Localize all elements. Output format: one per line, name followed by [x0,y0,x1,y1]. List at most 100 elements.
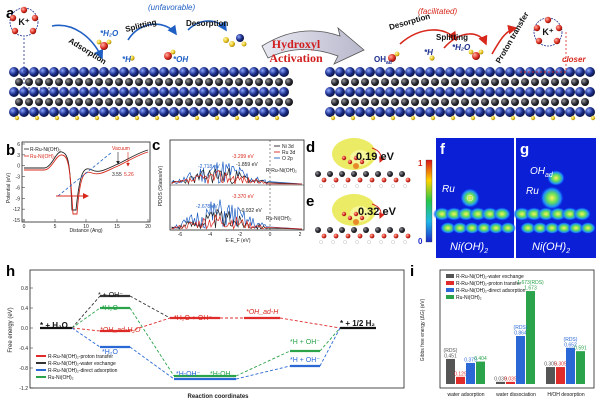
slab-atom [425,107,435,117]
panel-b-yticks: 630-3-6-9-12-15 [13,142,25,224]
b-ytick: -3 [16,175,21,181]
slab-atom [125,98,133,106]
slab-atom [79,67,89,77]
slab-atom [415,67,425,77]
slab-h-atom [174,115,180,121]
slab-h-atom [34,115,40,121]
panel-f-density [433,188,516,234]
slab-atom [55,98,63,106]
c-xtick: 0 [269,232,272,238]
slab-atom [425,87,435,97]
colorbar-max: 1 [418,159,423,168]
slab-atom [99,87,109,97]
slab-atom [555,107,565,117]
bar-value-label: 0.591 [574,346,587,352]
slab-atom [49,67,59,77]
density-spot [493,207,511,221]
density-spot [520,222,536,234]
slab-atom [225,98,233,106]
slab-atom [455,107,465,117]
state-oh-ad-h: *OH_ad-H [246,309,279,316]
struct-atom [351,171,357,177]
slab-atom [411,78,419,86]
slab-atom [235,78,243,86]
slab-h-atom [590,115,596,121]
panel-h-yticks: 0.80.40.0-0.4-0.8-1.2 [19,286,33,392]
slab-atom [505,67,515,77]
slab-h-atom [194,115,200,121]
bar [466,362,475,384]
slab-atom [351,78,359,86]
struct-atom [393,233,399,239]
right-h-atom [429,55,435,61]
density-spot [556,222,572,234]
slab-atom [259,107,269,117]
pdos-legend-ni: Ni 3d [282,144,294,150]
bar-value-label: 0.039 [504,376,517,382]
slab-atom [89,87,99,97]
slab-atom [461,78,469,86]
h-ytick: -0.4 [19,346,28,352]
k-ion-label: K⁺ [18,17,29,27]
density-spot [580,222,596,234]
slab-atom [175,78,183,86]
slab-atom [9,67,19,77]
density-spot [488,222,504,234]
slab-atom [55,78,63,86]
slab-h-atom [214,115,220,121]
slab-atom [245,78,253,86]
density-spot [500,222,516,234]
slab-atom [501,78,509,86]
density-spot [532,222,548,234]
bottom-center-1: -3.370 eV [232,194,254,200]
panel-i-label: i [410,263,414,280]
slab-atom [79,87,89,97]
slab-h-atom [54,115,60,121]
slab-atom [491,78,499,86]
density-spot [440,222,456,234]
splitting-label: Splitting [124,17,157,33]
slab-atom [445,107,455,117]
slab-atom [575,87,585,97]
slab-atom [19,107,29,117]
pdos-legend-ru: Ru 3d [282,150,296,156]
slab-atom [501,98,509,106]
pdos-curve [171,199,303,230]
pdos-top-curves [171,161,303,186]
slab-atom [505,107,515,117]
slab-atom [139,67,149,77]
i-legend-swatch [446,288,454,292]
rds-label: (RDS) [564,337,578,343]
proton-transfer-label: Proton transfer [494,10,531,65]
charge-density-structure-e [315,194,411,244]
slab-atom [145,98,153,106]
slab-atom [9,107,19,117]
panel-g-oh: OHad [530,166,554,179]
slab-atom [209,107,219,117]
slab-atom [85,98,93,106]
slab-atom [135,78,143,86]
slab-atom [25,98,33,106]
slab-atom [585,107,595,117]
slab-atom [255,98,263,106]
slab-atom [525,107,535,117]
slab-atom [159,87,169,97]
slab-atom [465,67,475,77]
slab-h-atom [390,115,396,121]
h-ytick: 0.8 [21,286,28,292]
slab-atom [185,78,193,86]
slab-h-atom [530,115,536,121]
slab-h-atom [490,115,496,121]
slab-h-atom [470,115,476,121]
slab-atom [391,98,399,106]
slab-atom [199,67,209,77]
state-h2o-a: *H₂O [102,305,118,312]
i-legend-item: R-Ru-Ni(OH)₂-proton transfer [456,281,521,287]
k-ion-label-right: K⁺ [542,27,553,37]
slab-atom [25,78,33,86]
panel-h-state-labels: * + H₂O *H₂O *OH_ad-H₂O *H₂O * + OH⁻ *H₂… [40,292,375,378]
struct-atom [405,177,411,183]
bar-value-label: 0.305 [544,362,557,368]
slab-atom [35,78,43,86]
